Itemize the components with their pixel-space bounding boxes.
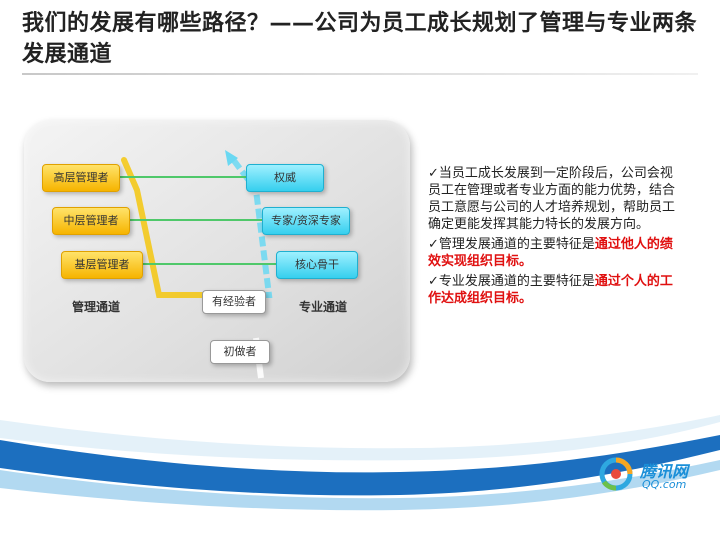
page-title: 我们的发展有哪些路径？——公司为员工成长规划了管理与专业两条发展通道 [22, 11, 698, 67]
specialist-feature: 通过个人的工作达成组织目标。 [428, 274, 673, 306]
management-feature: 通过他人的绩效实现组织目标。 [428, 237, 673, 269]
middle-manager-box: 中层管理者 [52, 207, 130, 235]
decorative-swoosh [0, 415, 720, 511]
description-paragraph-2: ✓管理发展通道的主要特征是通过他人的绩效实现组织目标。 [428, 237, 673, 269]
title-divider [22, 73, 698, 75]
core-staff-box: 核心骨干 [276, 251, 358, 279]
career-path-diagram: 高层管理者 中层管理者 基层管理者 权威 专家/资深专家 核心骨干 有经验者 初… [24, 120, 410, 382]
expert-box: 专家/资深专家 [262, 207, 350, 235]
specialist-lane-label: 专业通道 [299, 300, 348, 314]
senior-manager-box: 高层管理者 [42, 164, 120, 192]
qq-logo-icon [599, 457, 633, 491]
description-text: ✓当员工成长发展到一定阶段后，公司会视员工在管理或者专业方面的能力优势，结合员工… [428, 165, 684, 310]
description-paragraph-3: ✓专业发展通道的主要特征是通过个人的工作达成组织目标。 [428, 274, 673, 306]
authority-box: 权威 [246, 164, 324, 192]
logo-name: 腾讯网 [640, 462, 689, 481]
logo-domain: QQ.com [642, 478, 687, 491]
qq-logo: 腾讯网 QQ.com [598, 456, 708, 492]
experienced-box: 有经验者 [202, 290, 266, 314]
management-lane-label: 管理通道 [72, 300, 121, 314]
junior-manager-box: 基层管理者 [61, 251, 143, 279]
beginner-box: 初做者 [210, 340, 270, 364]
description-paragraph-1: ✓当员工成长发展到一定阶段后，公司会视员工在管理或者专业方面的能力优势，结合员工… [428, 166, 676, 232]
